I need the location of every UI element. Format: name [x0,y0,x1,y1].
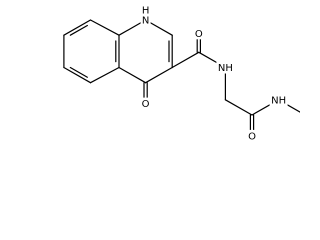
chemical-structure-diagram: H N O O NH O NH HN [63,4,300,142]
ring-n-label: N [142,16,149,27]
amide-nh-label: NH [218,63,233,74]
bond [118,66,147,84]
atom-background [193,27,204,40]
bond [69,24,88,36]
atom-background [140,14,151,26]
bond [63,66,92,84]
atom-background [140,97,151,110]
ketone-oxygen-label: O [142,99,150,110]
amide-oxygen-label: O [195,29,203,40]
atom-background [269,93,288,106]
second-amide-nh-label: NH [271,95,286,106]
atom-background [140,4,151,16]
bond [63,19,92,36]
atom-background [216,61,235,74]
bond [171,51,200,69]
ring-nh-label: H [142,6,150,17]
atom-background [247,129,257,142]
atom-labels: H N O O NH O NH HN [140,4,288,142]
second-amide-oxygen-label: O [248,131,256,142]
bond [89,66,120,84]
bond [145,66,173,84]
bond [69,66,88,78]
bond [89,19,120,36]
bond [224,99,253,116]
bond-lines [63,19,300,137]
